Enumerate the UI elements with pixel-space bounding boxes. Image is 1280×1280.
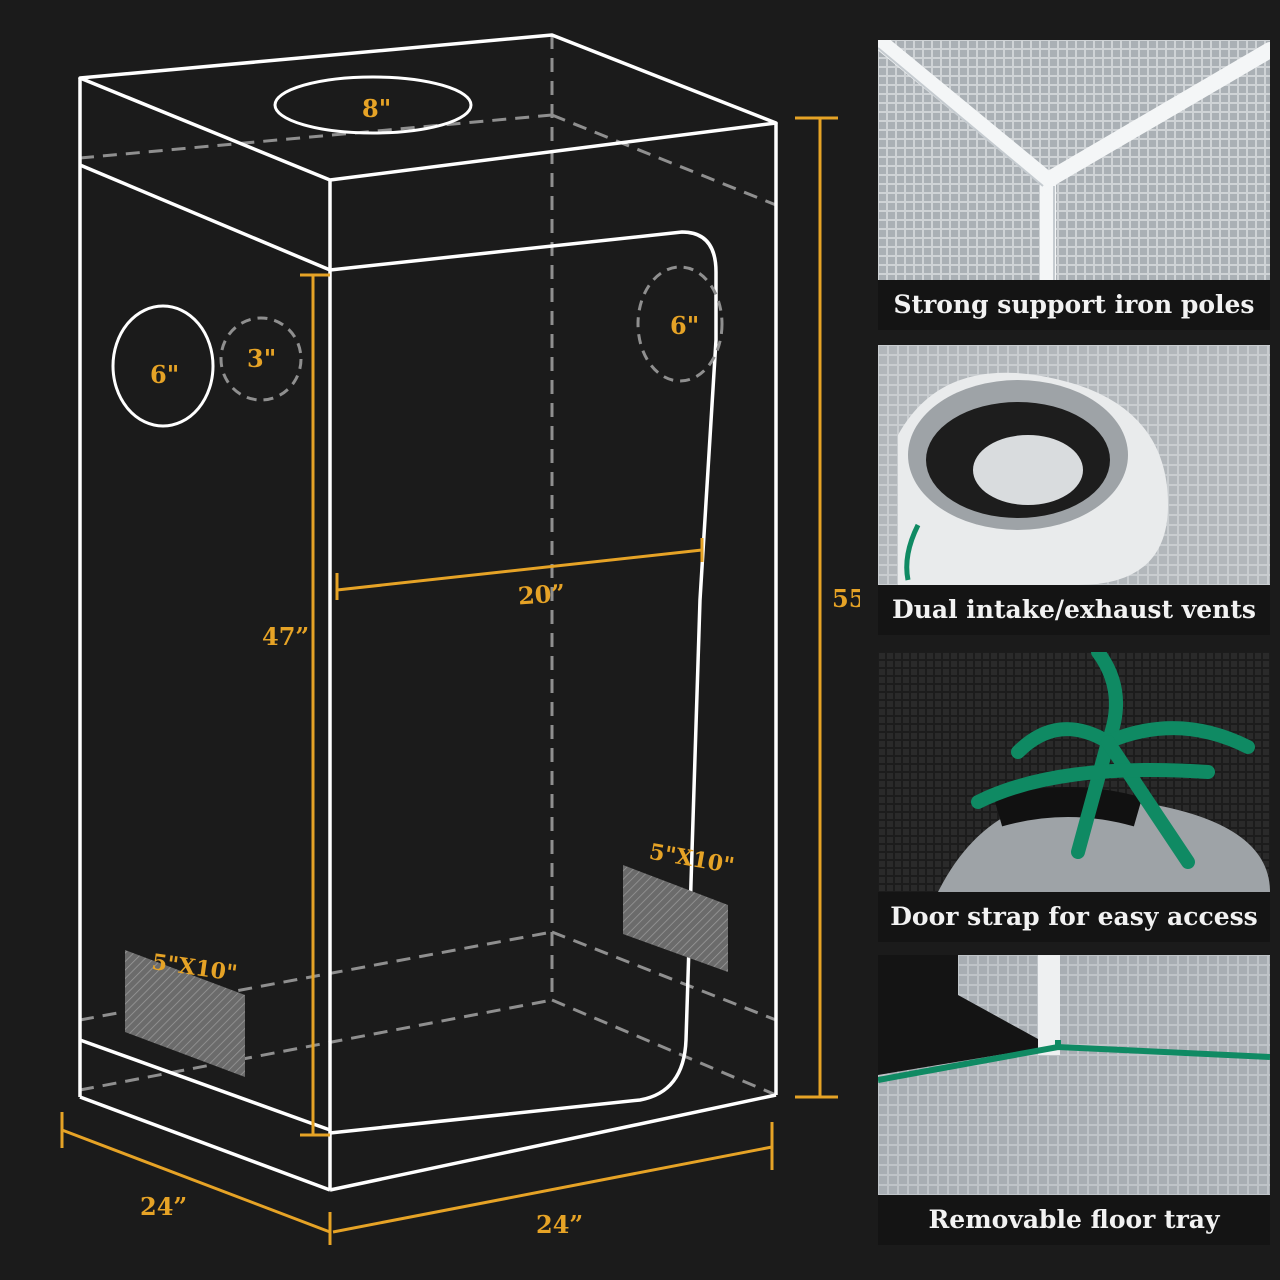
feature-caption-vents: Dual intake/exhaust vents bbox=[878, 585, 1270, 635]
vent-sock-photo bbox=[878, 345, 1270, 585]
door-height-label: 47” bbox=[262, 622, 309, 651]
vent-right bbox=[623, 865, 728, 972]
support-poles-photo bbox=[878, 40, 1270, 280]
door-strap-photo bbox=[878, 652, 1270, 892]
tent-outline bbox=[78, 33, 778, 1192]
right-port bbox=[636, 265, 724, 383]
top-port-label: 8" bbox=[362, 94, 391, 123]
left-port-small-label: 3" bbox=[247, 344, 276, 373]
hidden-edges bbox=[79, 35, 777, 1097]
feature-caption-floor-tray: Removable floor tray bbox=[878, 1195, 1270, 1245]
feature-panel-support-poles: Strong support iron poles bbox=[878, 40, 1270, 330]
inner-width-label: 20” bbox=[517, 578, 566, 610]
right-port-label: 6" bbox=[670, 311, 699, 340]
left-port-small bbox=[219, 316, 303, 402]
depth-label: 24” bbox=[140, 1192, 187, 1221]
feature-panel-door-strap: Door strap for easy access bbox=[878, 652, 1270, 942]
feature-caption-support-poles: Strong support iron poles bbox=[878, 280, 1270, 330]
feature-panel-vents: Dual intake/exhaust vents bbox=[878, 345, 1270, 635]
floor-tray-photo bbox=[878, 955, 1270, 1195]
door-outline bbox=[329, 230, 718, 1135]
grow-tent-diagram: 8" 6" 3" 6" 5"X10" 5"X10" 20” 47” 55” 24… bbox=[60, 33, 860, 1245]
left-port-large-label: 6" bbox=[150, 360, 179, 389]
dimension-lines bbox=[60, 116, 838, 1245]
left-port-large bbox=[111, 304, 215, 428]
total-height-label: 55” bbox=[832, 584, 860, 613]
feature-caption-door-strap: Door strap for easy access bbox=[878, 892, 1270, 942]
width-label: 24” bbox=[536, 1210, 583, 1239]
vent-left bbox=[125, 950, 245, 1077]
top-port bbox=[273, 75, 473, 135]
feature-panel-floor-tray: Removable floor tray bbox=[878, 955, 1270, 1245]
